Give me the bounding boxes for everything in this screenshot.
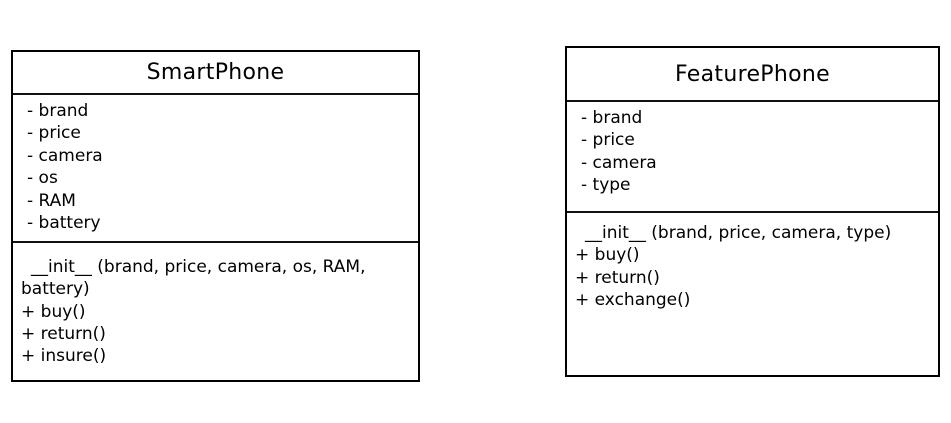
method-line: __init__ (brand, price, camera, os, RAM,… [21, 257, 371, 300]
method-line: + insure() [21, 346, 107, 367]
method-line: + exchange() [575, 289, 691, 310]
smartphone-attributes-section: - brand- price- camera- os- RAM- battery [13, 95, 418, 243]
attribute-line: - battery [27, 213, 101, 234]
method-line: + return() [21, 323, 106, 344]
attribute-line: - brand [27, 101, 89, 121]
attribute-line: - camera [581, 152, 657, 173]
featurephone-methods-section: __init__ (brand, price, camera, type)+ b… [567, 213, 938, 375]
attribute-line: - price [581, 130, 635, 151]
class-box-featurephone: FeaturePhone - brand- price- camera- typ… [565, 46, 940, 377]
attribute-line: - price [27, 123, 81, 144]
smartphone-methods-section: __init__ (brand, price, camera, os, RAM,… [13, 243, 418, 380]
class-box-smartphone: SmartPhone - brand- price- camera- os- R… [11, 50, 420, 382]
attribute-line: - camera [27, 145, 103, 166]
attribute-line: - type [581, 175, 631, 196]
featurephone-attributes-section: - brand- price- camera- type [567, 102, 938, 213]
class-title-featurephone: FeaturePhone [567, 48, 938, 102]
attribute-line: - brand [581, 108, 643, 128]
class-title-smartphone: SmartPhone [13, 52, 418, 95]
attribute-line: - os [27, 168, 58, 189]
method-line: + buy() [21, 301, 86, 322]
method-line: + buy() [575, 245, 640, 266]
method-line: + return() [575, 267, 660, 288]
method-line: __init__ (brand, price, camera, type) [585, 223, 892, 243]
attribute-line: - RAM [27, 190, 76, 211]
